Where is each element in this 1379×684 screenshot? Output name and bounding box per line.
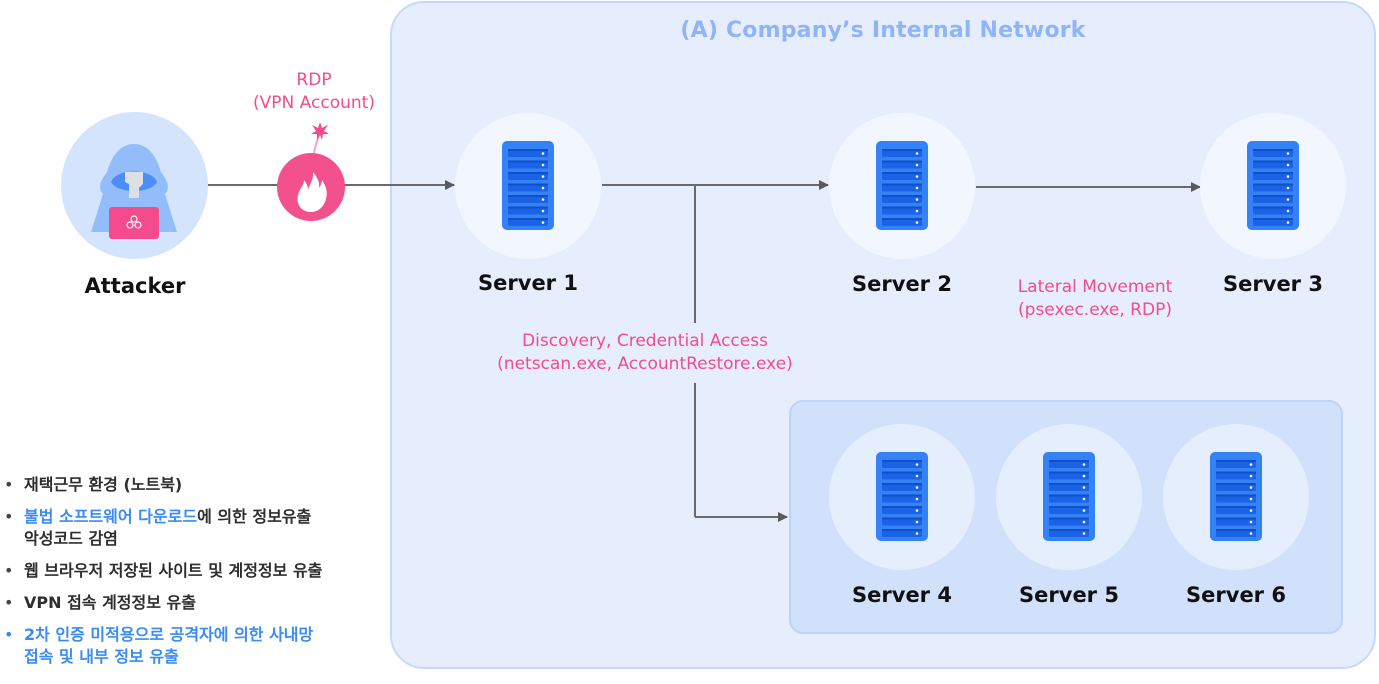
rack-led xyxy=(915,509,919,512)
rack-led xyxy=(1249,474,1253,478)
rack-led xyxy=(1082,532,1086,535)
rack-led xyxy=(541,163,545,167)
bullet-item: 웹 브라우저 저장된 사이트 및 계정정보 유출 xyxy=(0,560,390,582)
server-2-node[interactable] xyxy=(829,113,975,259)
server-6-node[interactable] xyxy=(1163,424,1309,570)
lateral-tactic: Lateral Movement xyxy=(1017,277,1173,297)
rack-led xyxy=(1249,532,1253,535)
attacker-node xyxy=(61,112,208,259)
server-2-label: Server 2 xyxy=(852,272,952,296)
server-6-label: Server 6 xyxy=(1186,583,1286,607)
rack-led xyxy=(541,198,545,201)
entry-vector-label: RDP (VPN Account) xyxy=(234,69,394,115)
rack-led xyxy=(1249,520,1253,524)
rack-led xyxy=(915,209,919,213)
discovery-annotation: Discovery, Credential Access (netscan.ex… xyxy=(455,330,835,376)
rack-led xyxy=(915,152,919,155)
server-1-label: Server 1 xyxy=(478,271,578,295)
rack-led xyxy=(1286,152,1290,155)
server-4-label: Server 4 xyxy=(852,583,952,607)
lateral-tools: (psexec.exe, RDP) xyxy=(1018,300,1172,320)
rack-led xyxy=(1249,486,1253,489)
rack-led xyxy=(915,497,919,501)
entry-vector-account: (VPN Account) xyxy=(253,93,375,113)
server-1-node[interactable] xyxy=(455,113,601,259)
rack-led xyxy=(541,209,545,213)
rack-led xyxy=(1082,463,1086,466)
rack-led xyxy=(915,474,919,478)
server-rack-icon xyxy=(1043,452,1095,541)
rack-led xyxy=(915,221,919,224)
lateral-movement-annotation: Lateral Movement (psexec.exe, RDP) xyxy=(990,276,1200,322)
server-4-node[interactable] xyxy=(829,424,975,570)
rack-led xyxy=(1082,509,1086,512)
rack-led xyxy=(915,486,919,489)
server-rack-icon xyxy=(876,141,928,230)
server-3-node[interactable] xyxy=(1200,113,1346,259)
rack-led xyxy=(1082,520,1086,524)
rack-led xyxy=(1286,198,1290,201)
rack-led xyxy=(541,186,545,190)
rack-led xyxy=(1082,486,1086,489)
rack-led xyxy=(1286,186,1290,190)
server-5-node[interactable] xyxy=(996,424,1142,570)
hooded-hacker-icon xyxy=(91,144,177,239)
rack-led xyxy=(915,175,919,178)
network-title: (A) Company’s Internal Network xyxy=(680,18,1086,43)
server-3-label: Server 3 xyxy=(1223,272,1323,296)
rack-led xyxy=(541,221,545,224)
rack-led xyxy=(541,175,545,178)
rack-led xyxy=(1286,163,1290,167)
attacker-label: Attacker xyxy=(84,274,186,298)
rack-led xyxy=(915,463,919,466)
server-rack-icon xyxy=(502,141,554,230)
rack-led xyxy=(1286,209,1290,213)
server-rack-icon xyxy=(1247,141,1299,230)
bullet-item: 불법 소프트웨어 다운로드에 의한 정보유출 악성코드 감염 xyxy=(0,506,390,550)
server-rack-icon xyxy=(876,452,928,541)
bullet-highlight: 불법 소프트웨어 다운로드 xyxy=(24,507,198,526)
rack-led xyxy=(1249,463,1253,466)
rack-led xyxy=(1082,497,1086,501)
bullet-item: 2차 인증 미적용으로 공격자에 의한 사내망 접속 및 내부 정보 유출 xyxy=(0,624,390,668)
rack-led xyxy=(541,152,545,155)
server-rack-icon xyxy=(1210,452,1262,541)
bullet-item: VPN 접속 계정정보 유출 xyxy=(0,592,390,614)
rack-led xyxy=(1286,221,1290,224)
rack-led xyxy=(915,520,919,524)
rack-led xyxy=(1082,474,1086,478)
rack-led xyxy=(915,186,919,190)
rack-led xyxy=(915,198,919,201)
incident-summary-list: 재택근무 환경 (노트북) 불법 소프트웨어 다운로드에 의한 정보유출 악성코… xyxy=(0,474,390,678)
rack-led xyxy=(1249,509,1253,512)
rack-led xyxy=(915,532,919,535)
rack-led xyxy=(1249,497,1253,501)
bullet-item: 재택근무 환경 (노트북) xyxy=(0,474,390,496)
bomb-fire-icon xyxy=(272,120,352,225)
discovery-tools: (netscan.exe, AccountRestore.exe) xyxy=(497,354,793,374)
entry-vector-protocol: RDP xyxy=(296,70,332,90)
rack-led xyxy=(1286,175,1290,178)
rack-led xyxy=(915,163,919,167)
server-5-label: Server 5 xyxy=(1019,583,1119,607)
discovery-tactics: Discovery, Credential Access xyxy=(522,331,768,351)
